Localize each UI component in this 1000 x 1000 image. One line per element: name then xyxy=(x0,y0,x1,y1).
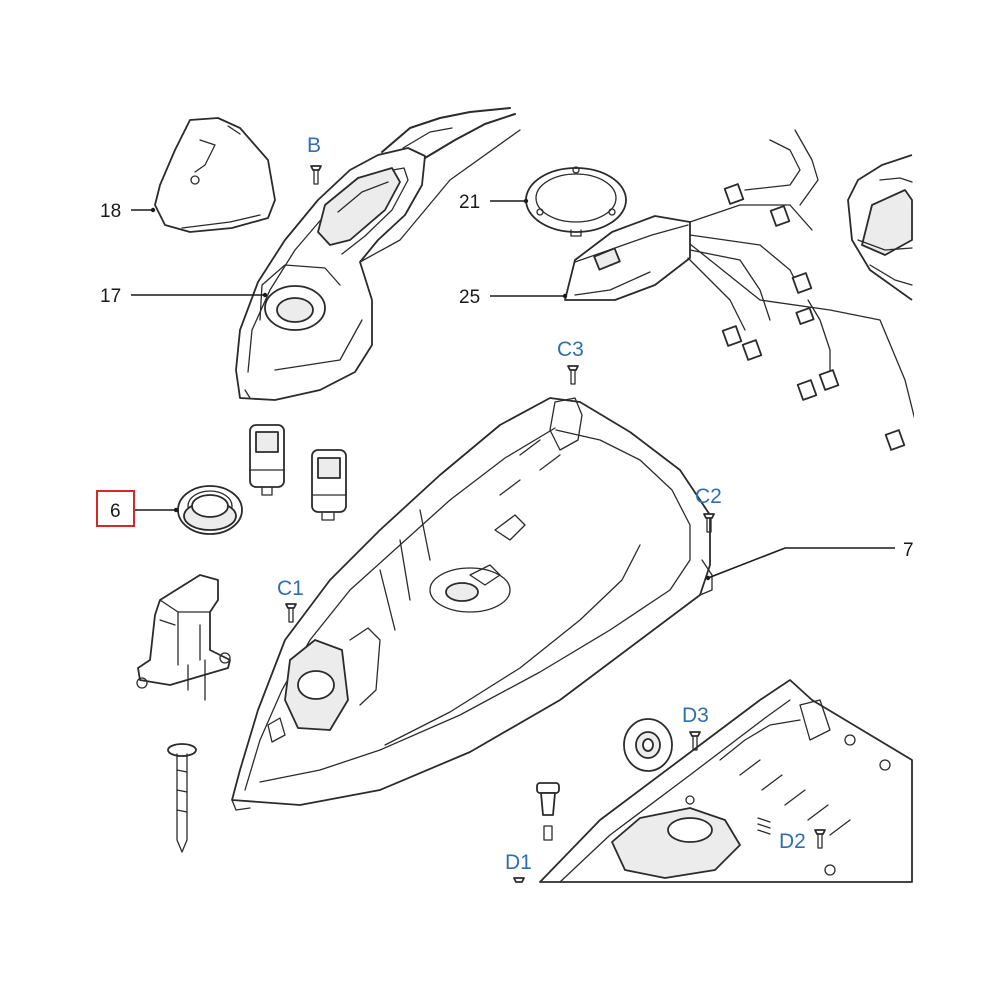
screw-b xyxy=(310,165,322,185)
part-7-main-body xyxy=(231,397,713,811)
part-25-control-module xyxy=(564,129,916,451)
leader-lines xyxy=(131,198,895,581)
part-17-handle-top xyxy=(235,107,521,401)
part-gear-wheel xyxy=(623,718,673,772)
part-valve-plug xyxy=(536,782,560,841)
part-pump-block xyxy=(136,574,231,701)
label-part-7: 7 xyxy=(903,540,914,561)
label-screw-d2: D2 xyxy=(779,830,806,853)
highlight-box xyxy=(96,490,135,527)
label-part-6: 6 xyxy=(110,501,121,522)
part-partial-housing-right xyxy=(847,154,913,301)
label-part-18: 18 xyxy=(100,201,121,222)
screw-d3 xyxy=(689,731,701,751)
part-spring xyxy=(757,817,771,835)
label-part-21: 21 xyxy=(459,192,480,213)
label-screw-d1: D1 xyxy=(505,851,532,874)
part-18-cover xyxy=(154,117,276,233)
label-screw-d3: D3 xyxy=(682,704,709,727)
screw-d1 xyxy=(513,877,525,883)
screw-d2 xyxy=(814,829,826,849)
screw-c1 xyxy=(285,603,297,623)
part-switch-right xyxy=(311,449,347,521)
label-screw-c1: C1 xyxy=(277,577,304,600)
part-switch-left xyxy=(249,424,285,496)
part-6-ring-seal xyxy=(177,485,243,535)
part-21-round-cap xyxy=(525,166,627,237)
label-screw-c3: C3 xyxy=(557,338,584,361)
part-long-pin xyxy=(167,743,197,853)
screw-c3 xyxy=(567,365,579,385)
label-screw-b: B xyxy=(307,134,321,157)
label-part-17: 17 xyxy=(100,286,121,307)
screw-c2 xyxy=(703,513,715,533)
label-part-25: 25 xyxy=(459,287,480,308)
part-soleplate xyxy=(539,679,913,883)
label-screw-c2: C2 xyxy=(695,485,722,508)
